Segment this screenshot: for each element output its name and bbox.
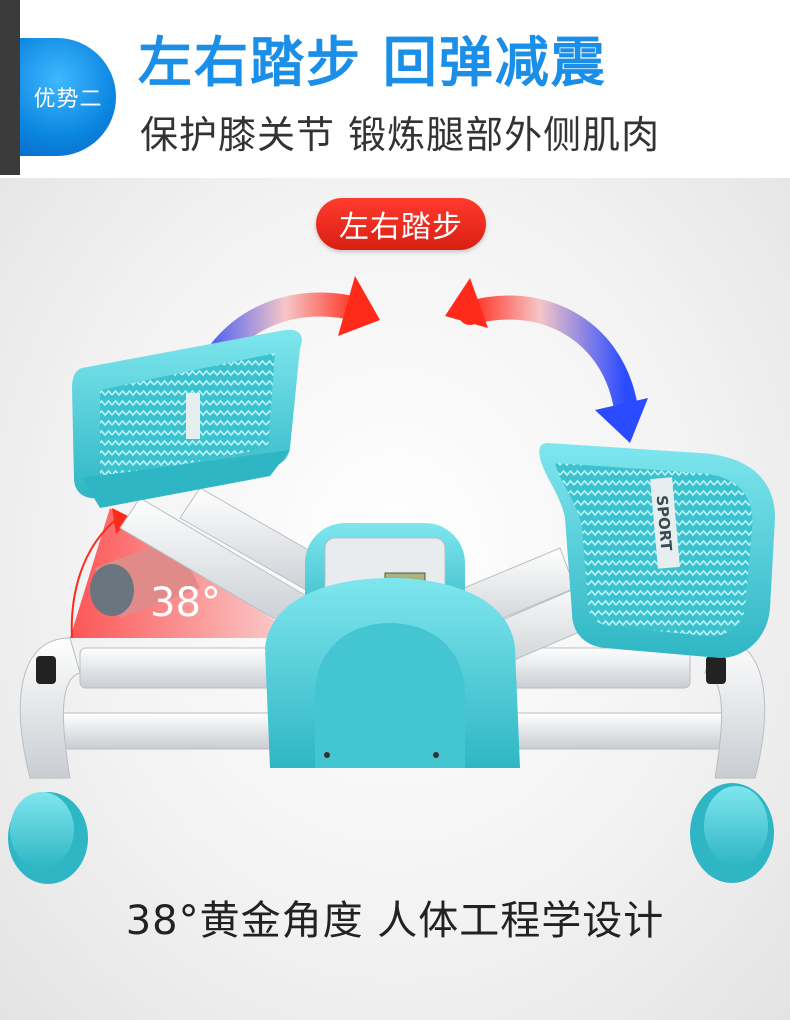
left-pedal-brand-tag (186, 393, 200, 439)
center-hub (265, 523, 520, 768)
feature-header: 优势二 左右踏步 回弹减震 保护膝关节 锻炼腿部外侧肌肉 (0, 0, 790, 178)
step-label-text: 左右踏步 (339, 210, 463, 245)
product-caption: 38°黄金角度 人体工程学设计 (125, 898, 665, 944)
right-motion-arrow (445, 278, 648, 443)
right-foot (690, 783, 774, 883)
step-label-pill: 左右踏步 (316, 198, 486, 250)
left-foot (8, 792, 88, 884)
header-side-bar (0, 0, 20, 175)
advantage-badge: 优势二 (20, 38, 116, 156)
product-stage: 左右踏步 (0, 178, 790, 1020)
left-pedal (72, 329, 302, 508)
feature-subline: 保护膝关节 锻炼腿部外侧肌肉 (140, 113, 661, 157)
stepper-illustration: SPORT (8, 276, 775, 884)
advantage-badge-label: 优势二 (33, 87, 103, 112)
right-pedal: SPORT (539, 443, 775, 658)
angle-value: 38° (150, 580, 221, 626)
right-pedal-brand: SPORT (653, 495, 676, 553)
feature-headline: 左右踏步 回弹减震 (138, 31, 607, 94)
